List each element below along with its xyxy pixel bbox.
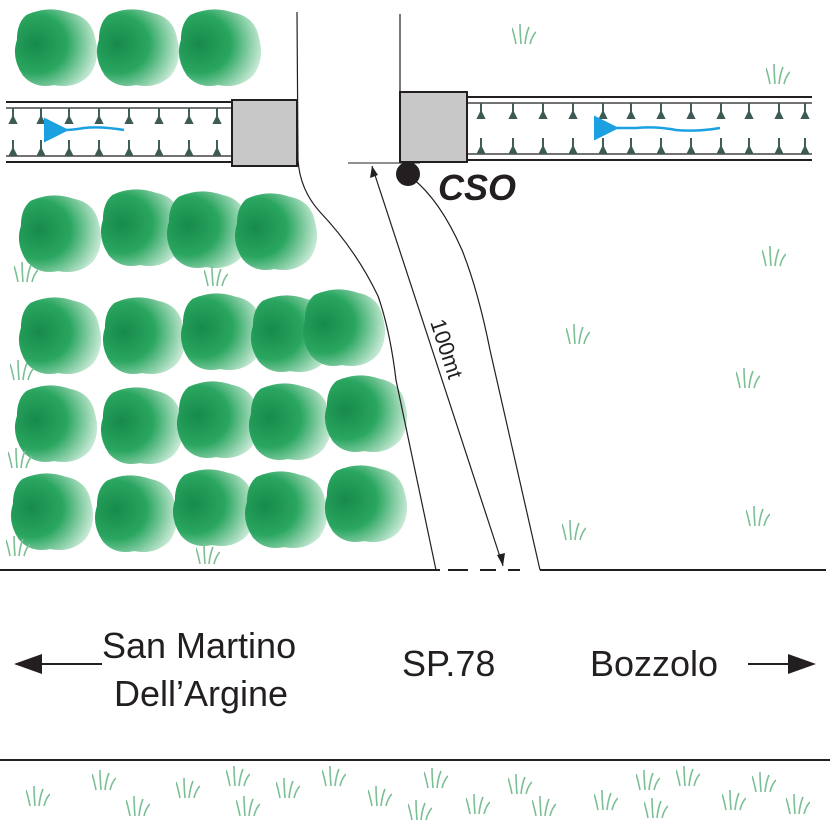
grass-tuft-icon <box>562 520 586 541</box>
grass-tuft-icon <box>236 796 260 817</box>
tree-icon <box>234 193 318 271</box>
grass-tuft-icon <box>408 800 432 821</box>
outfall-box-right <box>399 91 468 163</box>
tree-icon <box>172 469 256 547</box>
outfall-box-left <box>231 99 298 167</box>
tree-icon <box>96 9 180 87</box>
grass-tuft-icon <box>424 768 448 789</box>
grass-tuft-icon <box>636 770 660 791</box>
grass-tuft-icon <box>26 786 50 807</box>
grass-tuft-icon <box>322 766 346 787</box>
arrow-left-icon <box>14 654 42 674</box>
cso-label: CSO <box>438 167 516 208</box>
grass-tuft-icon <box>508 774 532 795</box>
destination-west-line1: San Martino <box>102 625 296 666</box>
tree-icon <box>176 381 260 459</box>
grass-tuft-icon <box>176 778 200 799</box>
road-sp78 <box>0 569 830 761</box>
road-label: SP.78 <box>402 643 495 684</box>
tree-icon <box>14 385 98 463</box>
arrow-right-icon <box>788 654 816 674</box>
tree-icon <box>94 475 178 553</box>
grass-tuft-icon <box>196 544 220 565</box>
drainage-channel-left <box>6 101 232 163</box>
destination-east: Bozzolo <box>590 643 718 684</box>
grass-tuft-icon <box>204 266 228 287</box>
grass-tuft-icon <box>676 766 700 787</box>
grass-tuft-icon <box>746 506 770 527</box>
tree-group-top <box>14 9 262 87</box>
grass-tuft-icon <box>566 324 590 345</box>
grass-tuft-icon <box>722 790 746 811</box>
tree-icon <box>10 473 94 551</box>
grass-tuft-icon <box>126 796 150 817</box>
grass-tuft-icon <box>92 770 116 791</box>
tree-icon <box>100 387 184 465</box>
direction-east-arrow <box>748 654 816 674</box>
grass-tuft-icon <box>762 246 786 267</box>
grass-tuft-icon <box>226 766 250 787</box>
grass-tuft-icon <box>466 794 490 815</box>
grass-tuft-icon <box>532 796 556 817</box>
tree-icon <box>248 383 332 461</box>
tree-icon <box>18 297 102 375</box>
flow-direction-arrow-icon <box>594 115 721 141</box>
grass-tuft-icon <box>786 794 810 815</box>
destination-west-line2: Dell’Argine <box>114 673 288 714</box>
grass-tuft-icon <box>276 778 300 799</box>
grass-tuft-icon <box>766 64 790 85</box>
grass-tuft-icon <box>512 24 536 45</box>
cso-node-icon <box>396 162 420 186</box>
tree-icon <box>324 375 408 453</box>
tree-icon <box>102 297 186 375</box>
collector-ditch <box>296 11 541 571</box>
tree-group-main <box>10 189 408 553</box>
tree-icon <box>302 289 386 367</box>
tree-icon <box>244 471 328 549</box>
grass-tuft-icon <box>594 790 618 811</box>
tree-icon <box>180 293 264 371</box>
grass-tuft-icon <box>736 368 760 389</box>
tree-icon <box>14 9 98 87</box>
grass-tuft-icon <box>368 786 392 807</box>
tree-icon <box>178 9 262 87</box>
direction-west-arrow <box>14 654 102 674</box>
tree-icon <box>324 465 408 543</box>
flow-direction-arrow-icon <box>43 117 125 143</box>
grass-tuft-icon <box>644 798 668 819</box>
grass-tuft-icon <box>752 772 776 793</box>
channel-marks <box>8 108 222 156</box>
drainage-channel-right <box>466 96 812 161</box>
tree-icon <box>18 195 102 273</box>
